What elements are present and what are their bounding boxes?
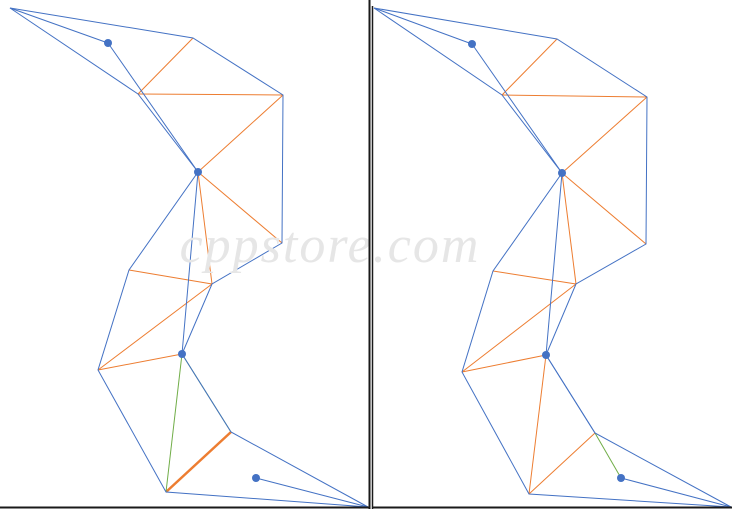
watermark-text: cppstore.com [180,217,481,274]
left-point [252,474,260,482]
right-blue-links [373,7,732,508]
right-point [558,169,566,177]
left-point [194,168,202,176]
right-point [617,474,625,482]
left-panel [9,7,369,508]
left-point [178,350,186,358]
right-points [468,40,625,482]
right-orange-diagonals [461,38,648,495]
left-highlight-edge [165,431,232,493]
right-point [468,40,476,48]
left-points [104,39,260,482]
left-point [104,39,112,47]
right-green-edge [594,432,622,479]
left-outline-polygon [9,7,369,508]
right-panel [373,7,732,508]
left-green-edges [165,353,232,493]
left-blue-links [9,7,369,508]
left-orange-diagonals [97,37,284,371]
right-point [542,351,550,359]
right-outline-polygon [373,7,732,508]
